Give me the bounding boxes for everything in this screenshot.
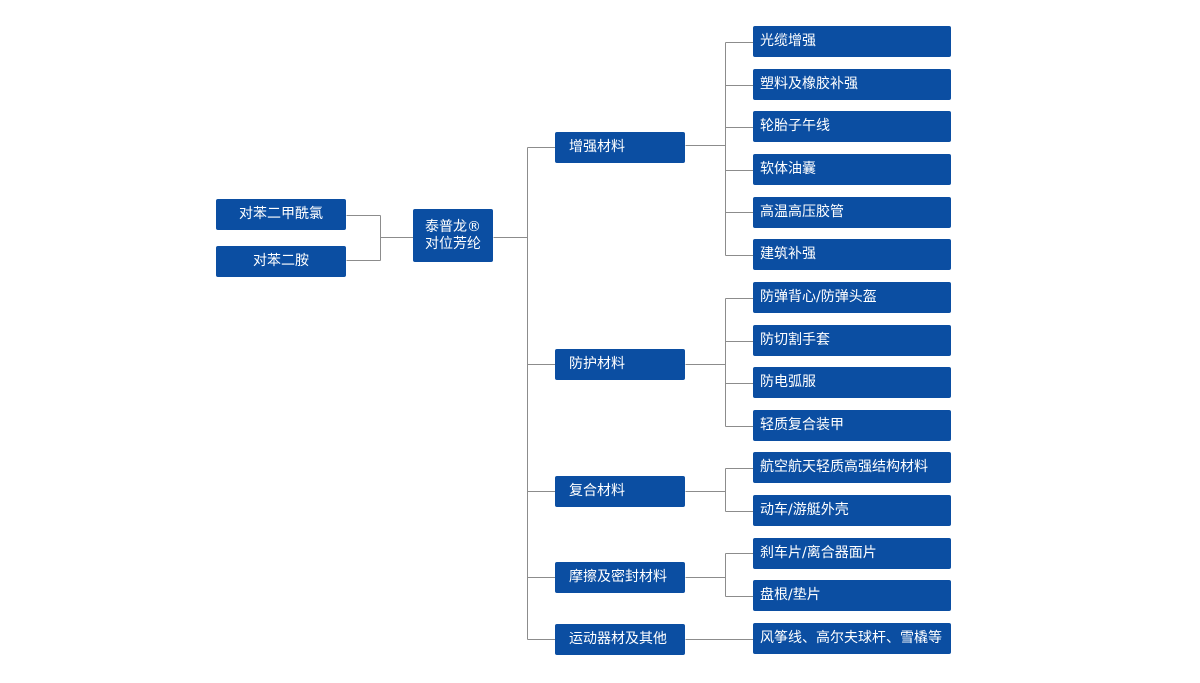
leaf-node: 建筑补强 <box>753 239 951 270</box>
leaf-node: 风筝线、高尔夫球杆、雪橇等 <box>753 623 951 654</box>
leaf-label: 防弹背心/防弹头盔 <box>760 289 877 306</box>
leaf-node: 动车/游艇外壳 <box>753 495 951 526</box>
leaf-label: 动车/游艇外壳 <box>760 502 849 519</box>
leaf-node: 软体油囊 <box>753 154 951 185</box>
input-node-label: 对苯二甲酰氯 <box>239 206 323 223</box>
leaf-label: 高温高压胶管 <box>760 204 844 221</box>
category-label: 摩擦及密封材料 <box>569 569 667 586</box>
input-node-terephthaloyl-chloride: 对苯二甲酰氯 <box>216 199 346 230</box>
category-label: 增强材料 <box>569 139 625 156</box>
category-node-composite: 复合材料 <box>555 476 685 507</box>
leaf-label: 航空航天轻质高强结构材料 <box>760 459 928 476</box>
leaf-node: 防电弧服 <box>753 367 951 398</box>
category-node-sports-other: 运动器材及其他 <box>555 624 685 655</box>
leaf-node: 塑料及橡胶补强 <box>753 69 951 100</box>
leaf-node: 防弹背心/防弹头盔 <box>753 282 951 313</box>
leaf-node: 光缆增强 <box>753 26 951 57</box>
category-label: 运动器材及其他 <box>569 631 667 648</box>
center-node-line2: 对位芳纶 <box>425 235 481 252</box>
leaf-label: 防电弧服 <box>760 374 816 391</box>
leaf-label: 建筑补强 <box>760 246 816 263</box>
leaf-node: 防切割手套 <box>753 325 951 356</box>
leaf-label: 盘根/垫片 <box>760 587 821 604</box>
leaf-node: 航空航天轻质高强结构材料 <box>753 452 951 483</box>
center-node-aramid: 泰普龙® 对位芳纶 <box>413 209 493 262</box>
leaf-label: 光缆增强 <box>760 33 816 50</box>
category-label: 复合材料 <box>569 483 625 500</box>
leaf-node: 高温高压胶管 <box>753 197 951 228</box>
leaf-node: 刹车片/离合器面片 <box>753 538 951 569</box>
leaf-label: 轮胎子午线 <box>760 118 830 135</box>
leaf-label: 轻质复合装甲 <box>760 417 844 434</box>
leaf-node: 轻质复合装甲 <box>753 410 951 441</box>
center-node-line1: 泰普龙® <box>425 218 481 235</box>
leaf-label: 软体油囊 <box>760 161 816 178</box>
leaf-label: 塑料及橡胶补强 <box>760 76 858 93</box>
leaf-label: 风筝线、高尔夫球杆、雪橇等 <box>760 630 942 647</box>
category-label: 防护材料 <box>569 356 625 373</box>
leaf-label: 防切割手套 <box>760 332 830 349</box>
input-node-p-phenylenediamine: 对苯二胺 <box>216 246 346 277</box>
leaf-node: 轮胎子午线 <box>753 111 951 142</box>
input-node-label: 对苯二胺 <box>253 253 309 270</box>
leaf-node: 盘根/垫片 <box>753 580 951 611</box>
category-node-protection: 防护材料 <box>555 349 685 380</box>
category-node-friction-sealing: 摩擦及密封材料 <box>555 562 685 593</box>
category-node-reinforcement: 增强材料 <box>555 132 685 163</box>
leaf-label: 刹车片/离合器面片 <box>760 545 877 562</box>
